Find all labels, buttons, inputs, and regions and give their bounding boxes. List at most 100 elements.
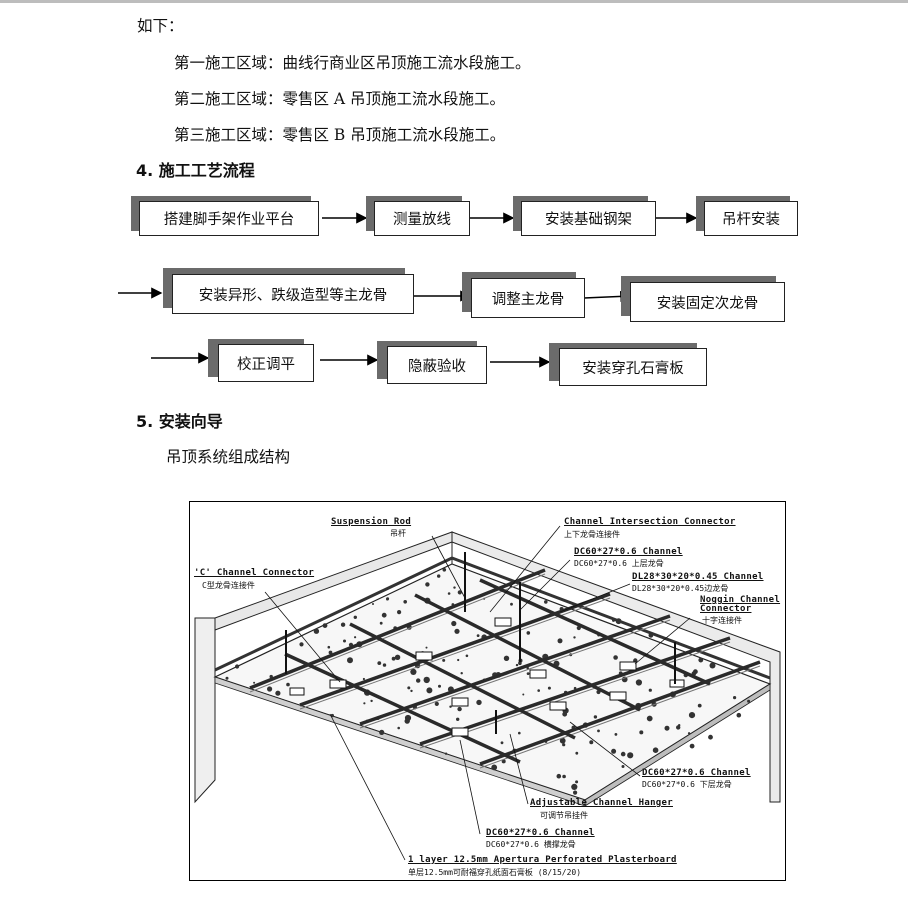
perforation-hole — [363, 702, 366, 705]
perforation-hole — [235, 664, 240, 669]
perforation-hole — [635, 679, 642, 686]
label-plasterboard-cn: 单层12.5mm可耐福穿孔纸面石膏板 (8/15/20) — [408, 868, 582, 877]
perforation-hole — [675, 641, 679, 645]
perforation-hole — [688, 712, 696, 719]
perforation-hole — [571, 783, 578, 790]
perforation-hole — [391, 656, 396, 661]
perforation-hole — [453, 586, 456, 589]
perforation-hole — [476, 699, 482, 706]
perforation-hole — [615, 618, 622, 625]
perforation-hole — [526, 631, 531, 635]
perforation-hole — [225, 676, 229, 680]
perforation-hole — [620, 751, 626, 757]
perforation-hole — [416, 678, 421, 683]
perforation-hole — [423, 676, 430, 684]
perforation-hole — [451, 620, 457, 627]
perforation-hole — [544, 600, 548, 604]
perforation-hole — [678, 724, 681, 727]
perforation-hole — [253, 681, 256, 684]
perforation-hole — [434, 701, 439, 706]
perforation-hole — [407, 686, 411, 690]
perforation-hole — [698, 657, 704, 663]
flow-arrows — [118, 212, 698, 368]
perforation-hole — [381, 612, 387, 618]
perforation-hole — [354, 636, 357, 639]
perforation-hole — [425, 582, 430, 587]
perforation-hole — [382, 663, 387, 667]
label-dc60-lower: DC60*27*0.6 Channel — [642, 768, 751, 778]
perforation-hole — [614, 733, 618, 736]
label-dc60-cross-cn: DC60*27*0.6 横撑龙骨 — [486, 840, 576, 849]
perforation-hole — [612, 618, 615, 622]
perforation-hole — [328, 650, 333, 655]
perforation-hole — [465, 654, 469, 658]
label-suspension-rod-cn: 吊杆 — [390, 529, 406, 538]
perforation-hole — [403, 600, 407, 604]
perforation-hole — [386, 597, 389, 601]
label-dc60-upper: DC60*27*0.6 Channel — [574, 547, 683, 557]
label-dl28: DL28*30*20*0.45 Channel — [632, 572, 764, 582]
perforation-hole — [646, 715, 653, 722]
perforation-hole — [562, 774, 566, 779]
perforation-hole — [652, 747, 659, 753]
perforation-hole — [537, 689, 540, 692]
perforation-hole — [589, 740, 594, 745]
perforation-hole — [454, 628, 460, 634]
perforation-hole — [575, 780, 579, 784]
perforation-hole — [573, 636, 576, 639]
label-dc60-lower-cn: DC60*27*0.6 下层龙骨 — [642, 780, 732, 789]
perforation-hole — [394, 654, 401, 660]
perforation-hole — [708, 734, 713, 740]
perforation-hole — [510, 602, 513, 606]
perforation-hole — [447, 592, 451, 595]
perforation-hole — [627, 752, 634, 759]
label-dc60-cross: DC60*27*0.6 Channel — [486, 828, 595, 838]
perforation-hole — [501, 759, 506, 764]
label-channel-intersection: Channel Intersection Connector — [564, 517, 736, 527]
perforation-hole — [340, 622, 346, 627]
perforation-hole — [709, 662, 716, 669]
ceiling-structure-drawing — [194, 525, 781, 861]
perforation-hole — [299, 642, 304, 647]
perforation-hole — [347, 657, 353, 664]
perforation-hole — [372, 603, 374, 605]
section-4-heading: 4. 施工工艺流程 — [136, 161, 255, 180]
perforation-hole — [457, 590, 462, 595]
perforation-hole — [370, 699, 373, 703]
section-5-heading: 5. 安装向导 — [136, 412, 223, 431]
label-adjustable-hanger-cn: 可调节吊挂件 — [540, 811, 588, 820]
perforation-hole — [697, 703, 702, 708]
diagram-subtitle: 吊顶系统组成结构 — [166, 448, 291, 466]
perforation-hole — [449, 705, 452, 708]
perforation-hole — [438, 684, 441, 688]
perforation-hole — [736, 712, 742, 718]
zone-line-2: 第二施工区域：零售区 A 吊顶施工流水段施工。 — [174, 90, 506, 108]
perforation-hole — [442, 658, 446, 662]
perforation-hole — [515, 663, 519, 667]
perforation-hole — [733, 696, 737, 700]
perforation-hole — [437, 574, 441, 578]
label-dc60-upper-cn: DC60*27*0.6 上层龙骨 — [574, 559, 664, 568]
perforation-hole — [410, 689, 413, 693]
perforation-hole — [573, 790, 578, 795]
zone-line-1: 第一施工区域：曲线行商业区吊顶施工流水段施工。 — [174, 54, 531, 72]
perforation-hole — [379, 621, 383, 625]
perforation-hole — [593, 715, 598, 719]
zone-line-3: 第三施工区域：零售区 B 吊顶施工流水段施工。 — [174, 126, 506, 144]
perforation-hole — [397, 610, 402, 615]
perforation-hole — [397, 726, 400, 730]
perforation-hole — [503, 655, 510, 661]
perforation-hole — [562, 743, 566, 747]
perforation-hole — [621, 765, 625, 768]
perforation-hole — [611, 748, 617, 754]
perforation-hole — [522, 693, 525, 696]
perforation-hole — [404, 718, 410, 724]
perforation-hole — [500, 741, 504, 745]
perforation-hole — [518, 731, 521, 735]
perforation-hole — [322, 623, 328, 628]
perforation-hole — [557, 638, 563, 644]
label-plasterboard: 1 layer 12.5mm Apertura Perforated Plast… — [408, 855, 677, 865]
perforation-hole — [286, 682, 290, 687]
perforation-hole — [664, 725, 670, 731]
perforation-hole — [747, 699, 751, 703]
